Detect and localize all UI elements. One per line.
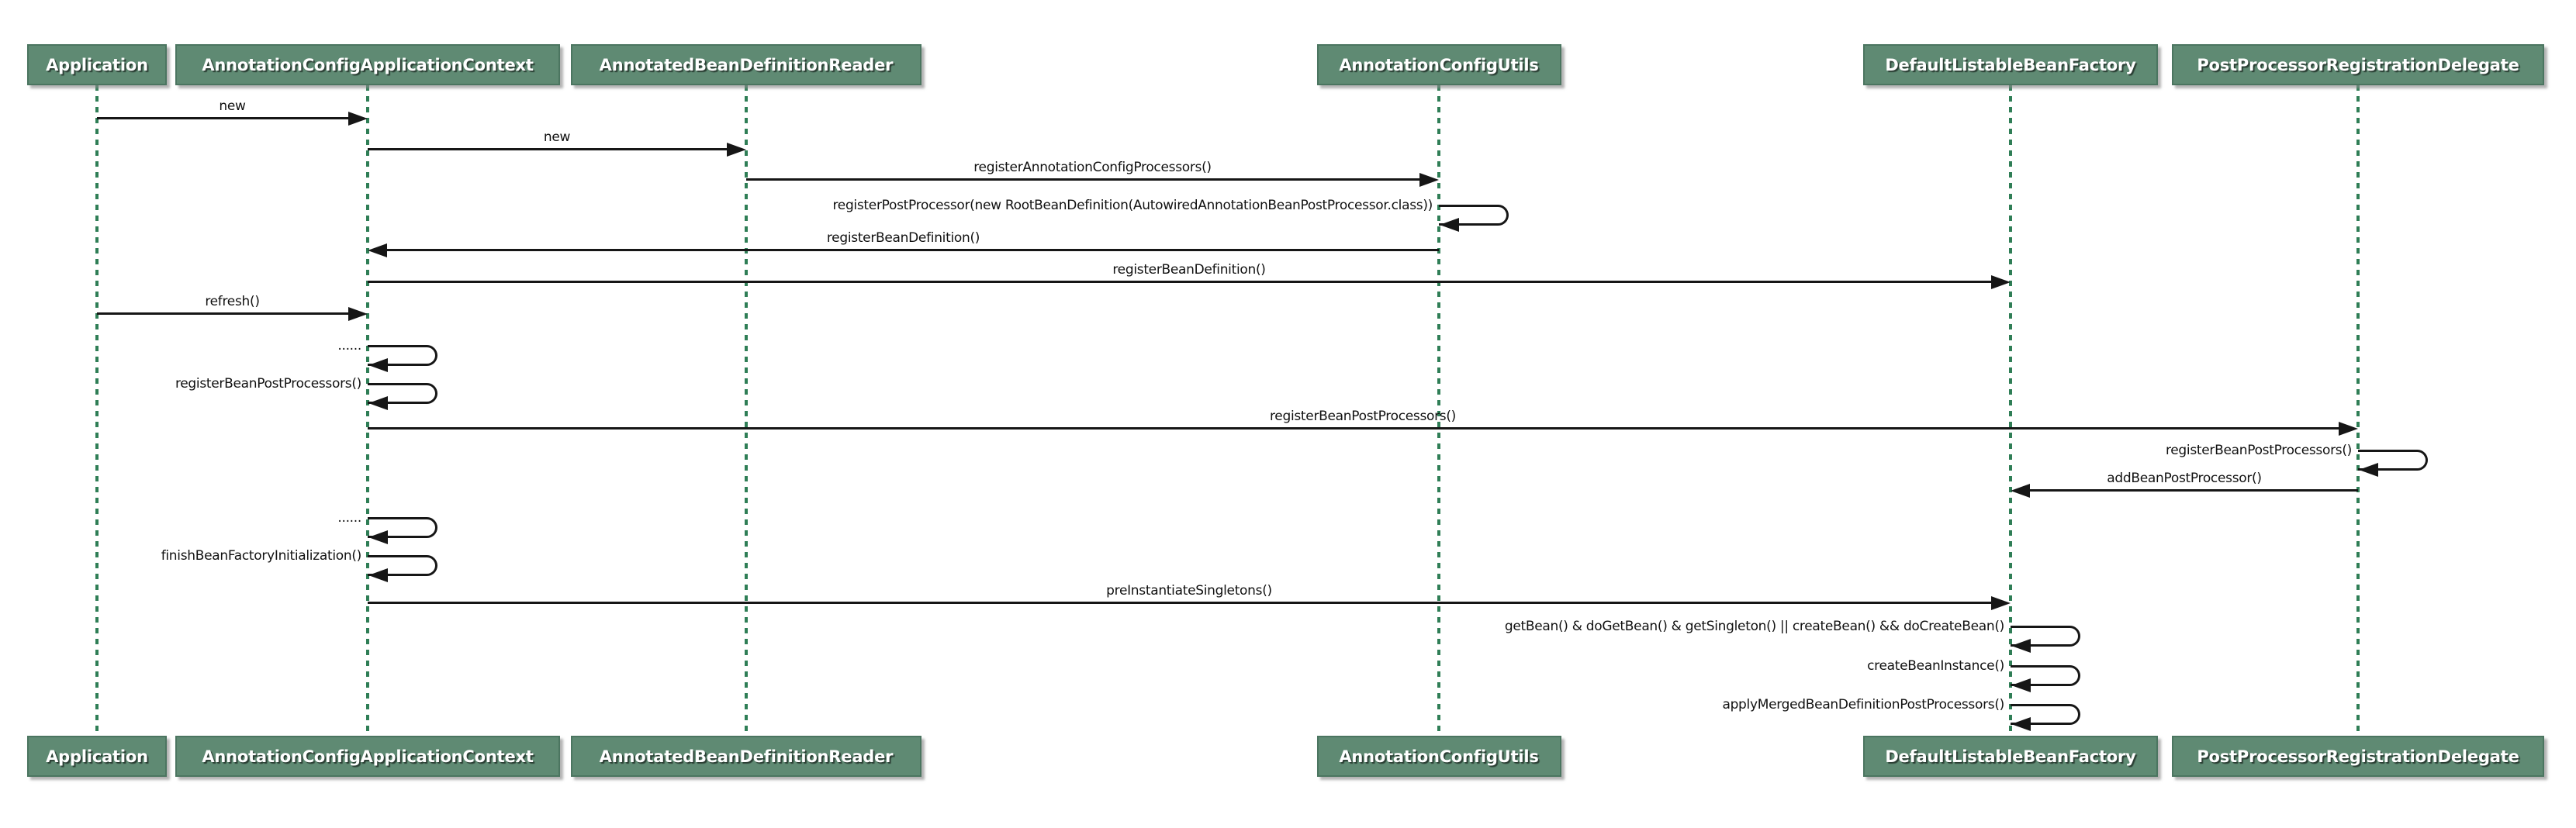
- participant-box-bottom-0: Application: [27, 736, 167, 777]
- participant-box-top-4: DefaultListableBeanFactory: [1863, 44, 2158, 85]
- arrowhead-right-icon: [348, 111, 368, 126]
- arrowhead-left-icon: [1440, 217, 1459, 232]
- self-message-loop: [368, 345, 437, 366]
- lifeline-2: [745, 85, 748, 736]
- message-label: registerBeanDefinition(): [1112, 262, 1266, 278]
- message-label: refresh(): [205, 294, 260, 309]
- participant-label: AnnotationConfigApplicationContext: [202, 55, 534, 74]
- participant-box-top-3: AnnotationConfigUtils: [1316, 44, 1561, 85]
- message-arrow-line: [368, 148, 729, 150]
- self-message-loop: [368, 383, 437, 404]
- participant-box-bottom-1: AnnotationConfigApplicationContext: [175, 736, 560, 777]
- lifeline-5: [2356, 85, 2360, 736]
- self-message-loop: [2011, 704, 2080, 725]
- participant-label: DefaultListableBeanFactory: [1885, 747, 2136, 766]
- message-arrow-line: [746, 178, 1422, 181]
- arrowhead-left-icon: [2359, 462, 2378, 477]
- participant-label: AnnotationConfigApplicationContext: [202, 747, 534, 766]
- self-message-loop: [2011, 626, 2080, 647]
- message-label: registerAnnotationConfigProcessors(): [973, 160, 1212, 175]
- participant-box-bottom-5: PostProcessorRegistrationDelegate: [2172, 736, 2544, 777]
- arrowhead-left-icon: [368, 357, 388, 372]
- self-message-loop: [368, 517, 437, 538]
- participant-label: PostProcessorRegistrationDelegate: [2197, 747, 2519, 766]
- message-arrow-line: [385, 249, 1439, 251]
- message-label: finishBeanFactoryInitialization(): [161, 548, 362, 564]
- participant-label: DefaultListableBeanFactory: [1885, 55, 2136, 74]
- participant-box-top-2: AnnotatedBeanDefinitionReader: [571, 44, 921, 85]
- participant-label: PostProcessorRegistrationDelegate: [2197, 55, 2519, 74]
- message-label: createBeanInstance(): [1867, 658, 2004, 674]
- self-message-loop: [1439, 205, 1509, 226]
- participant-box-top-1: AnnotationConfigApplicationContext: [175, 44, 560, 85]
- message-label: registerBeanPostProcessors(): [175, 376, 361, 392]
- lifeline-1: [366, 85, 369, 736]
- message-label: applyMergedBeanDefinitionPostProcessors(…: [1722, 697, 2004, 712]
- arrowhead-left-icon: [368, 243, 387, 257]
- arrowhead-left-icon: [368, 530, 388, 544]
- message-arrow-line: [368, 281, 1993, 283]
- arrowhead-left-icon: [368, 568, 388, 582]
- arrowhead-left-icon: [2011, 716, 2031, 731]
- message-arrow-line: [97, 312, 351, 315]
- arrowhead-right-icon: [348, 306, 368, 321]
- message-label: registerBeanDefinition(): [826, 230, 980, 246]
- arrowhead-right-icon: [1991, 274, 2011, 289]
- message-label: ......: [337, 510, 361, 526]
- participant-box-top-5: PostProcessorRegistrationDelegate: [2172, 44, 2544, 85]
- message-arrow-line: [97, 117, 351, 119]
- self-message-loop: [2011, 665, 2080, 686]
- arrowhead-right-icon: [1991, 595, 2011, 610]
- lifeline-3: [1437, 85, 1440, 736]
- message-label: registerPostProcessor(new RootBeanDefini…: [832, 198, 1433, 213]
- participant-label: Application: [46, 747, 148, 766]
- participant-label: Application: [46, 55, 148, 74]
- self-message-loop: [2358, 450, 2428, 471]
- lifeline-4: [2009, 85, 2012, 736]
- message-arrow-line: [368, 602, 1993, 604]
- arrowhead-left-icon: [2011, 638, 2031, 653]
- participant-label: AnnotatedBeanDefinitionReader: [599, 747, 894, 766]
- arrowhead-left-icon: [2011, 483, 2030, 498]
- arrowhead-left-icon: [368, 395, 388, 410]
- arrowhead-right-icon: [1419, 172, 1439, 187]
- participant-box-top-0: Application: [27, 44, 167, 85]
- participant-box-bottom-4: DefaultListableBeanFactory: [1863, 736, 2158, 777]
- participant-label: AnnotationConfigUtils: [1339, 747, 1539, 766]
- arrowhead-right-icon: [2339, 421, 2358, 436]
- message-label: registerBeanPostProcessors(): [1269, 409, 1457, 424]
- message-label: ......: [337, 338, 361, 354]
- lifeline-0: [95, 85, 99, 736]
- participant-label: AnnotationConfigUtils: [1339, 55, 1539, 74]
- message-arrow-line: [2028, 489, 2358, 492]
- arrowhead-left-icon: [2011, 678, 2031, 692]
- message-label: registerBeanPostProcessors(): [2165, 443, 2352, 458]
- arrowhead-right-icon: [727, 142, 746, 157]
- message-label: addBeanPostProcessor(): [2107, 471, 2262, 486]
- self-message-loop: [368, 555, 437, 576]
- message-label: getBean() & doGetBean() & getSingleton()…: [1504, 619, 2004, 634]
- message-label: new: [543, 129, 571, 145]
- participant-box-bottom-2: AnnotatedBeanDefinitionReader: [571, 736, 921, 777]
- participant-box-bottom-3: AnnotationConfigUtils: [1316, 736, 1561, 777]
- message-label: new: [219, 98, 246, 114]
- message-arrow-line: [368, 427, 2341, 430]
- message-label: preInstantiateSingletons(): [1106, 583, 1272, 599]
- participant-label: AnnotatedBeanDefinitionReader: [599, 55, 894, 74]
